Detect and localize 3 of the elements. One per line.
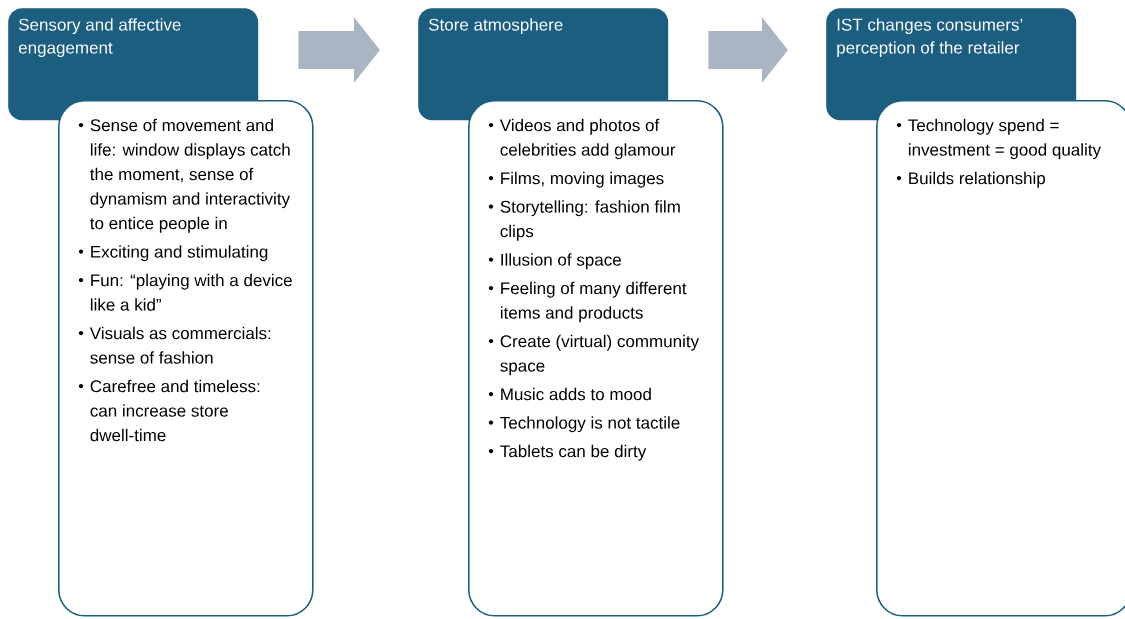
bullet-card: Videos and photos of celebrities add glamour Films, moving images Storytelling: fashion film clips Illusion of space Feeling of many different items and products Create (virtual) community space Music adds to mood Technology is not tactile Tablets can be dirty (468, 100, 724, 617)
bullet-card: Sense of movement and life: window displays catch the moment, sense of dynamism and interactivity to entice people in Exciting and stimulating Fun: “playing with a device like a kid” Visuals as commercials: sense of fashion Carefree and timeless: can increase store dwell-time (58, 100, 314, 617)
bullet-card: Technology spend = investment = good quality Builds relationship (876, 100, 1125, 617)
